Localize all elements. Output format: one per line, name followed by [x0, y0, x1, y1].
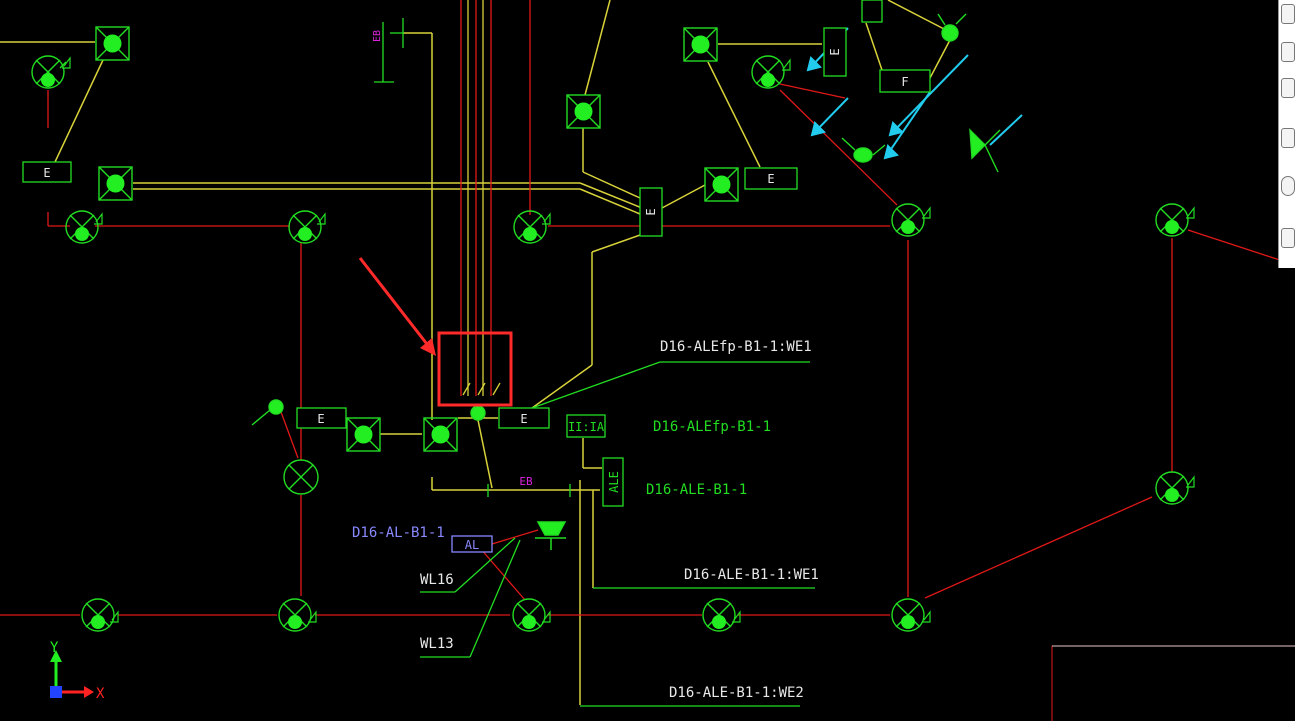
- lamp-fixture: [513, 210, 547, 244]
- labeled-boxes: [22, 0, 931, 507]
- axis-y-label: Y: [50, 640, 59, 656]
- al-box: [451, 535, 493, 553]
- ale-label: ALE: [607, 471, 621, 493]
- lamp-fixture: [702, 598, 736, 632]
- vertical-red-bus: [460, 0, 531, 396]
- box-labels: E E E E F E E: [43, 48, 908, 426]
- lamp-fixture: [891, 203, 925, 237]
- panel-ale-label: D16-ALE-B1-1: [646, 482, 747, 498]
- e-box-vertical: [639, 187, 663, 237]
- eb-tag-mid: EB: [519, 475, 533, 488]
- we2-label: D16-ALE-B1-1:WE2: [669, 685, 804, 701]
- e-label-center: E: [520, 412, 527, 426]
- vertical-yellow-bus: [467, 0, 484, 396]
- e-box-right: [744, 167, 798, 190]
- e-label-right: E: [767, 172, 774, 186]
- top-right-small-box: [861, 0, 883, 23]
- panel-fp-label: D16-ALEfp-B1-1: [653, 419, 771, 435]
- fixture-crossed-box: [704, 167, 739, 202]
- red-wiring: [0, 83, 1295, 616]
- lamp-fixture: [81, 598, 115, 632]
- viewport-frame[interactable]: [1051, 645, 1295, 721]
- eb-tag-top: EB: [372, 30, 383, 42]
- lamp-fixture: [31, 55, 67, 89]
- fixture-crossed-box: [98, 166, 133, 201]
- properties-icon[interactable]: [1281, 228, 1295, 248]
- lamp-tick-glyphs: [62, 56, 1195, 623]
- panel-box-labels: II:IA ALE: [568, 420, 621, 493]
- lamp-fixture: [751, 55, 785, 89]
- cloud-icon[interactable]: [1281, 4, 1295, 24]
- e-box-left-mid: [22, 161, 72, 183]
- fixture-crossed-circle: [283, 459, 319, 495]
- al-label: AL: [465, 538, 479, 552]
- we1-top-label: D16-ALEfp-B1-1:WE1: [660, 339, 812, 355]
- bus-tick-marks: [462, 382, 501, 396]
- axis-x-label: X: [96, 686, 105, 702]
- highlight-box: [437, 331, 513, 407]
- highlight-arrow-head: [420, 338, 436, 356]
- 3d-view-icon[interactable]: [1281, 42, 1295, 62]
- circuit-annotations: D16-ALEfp-B1-1:WE1 D16-ALEfp-B1-1 D16-AL…: [352, 339, 819, 701]
- lamp-fixture: [1155, 203, 1189, 237]
- lamp-fixture: [278, 598, 312, 632]
- lamp-fixture: [512, 598, 546, 632]
- fixture-crossed-box: [346, 417, 381, 452]
- navigation-toolbar: [1278, 0, 1295, 268]
- lamp-fixture: [288, 210, 322, 244]
- f-box: [879, 69, 931, 93]
- special-fixtures: [841, 128, 1001, 173]
- e-label-left-mid: E: [43, 166, 50, 180]
- fixture-crossed-box: [423, 417, 458, 452]
- yellow-wiring: [0, 0, 951, 705]
- highlight-arrow-shaft: [358, 257, 432, 349]
- e-label-vertical: E: [644, 208, 658, 215]
- panel-al-label: D16-AL-B1-1: [352, 525, 445, 541]
- wl16-label: WL16: [420, 572, 454, 588]
- green-leaders: [374, 18, 815, 707]
- e-box-top-right-vertical: [823, 27, 847, 77]
- e-label-left-center: E: [317, 412, 324, 426]
- iia-box: [566, 414, 606, 438]
- fixture-crossed-box: [683, 27, 718, 62]
- emergency-lamps: [31, 55, 1189, 632]
- iia-label: II:IA: [568, 420, 605, 434]
- ale-box: [602, 457, 624, 507]
- layer-icon[interactable]: [1281, 128, 1295, 148]
- lamp-fixture: [891, 598, 925, 632]
- f-label: F: [901, 75, 908, 89]
- crossed-box-fixtures: [95, 26, 739, 495]
- fixture-crossed-box: [566, 94, 601, 129]
- e-box-left-center: [296, 407, 347, 429]
- we1-bottom-label: D16-ALE-B1-1:WE1: [684, 567, 819, 583]
- fixture-crossed-box: [95, 26, 130, 61]
- wl13-label: WL13: [420, 636, 454, 652]
- e-box-center: [498, 407, 550, 429]
- lamp-fixture: [1155, 471, 1189, 505]
- cube-icon[interactable]: [1281, 78, 1295, 98]
- red-highlight-annotation: [358, 257, 513, 407]
- downlight-fixture: [535, 521, 567, 550]
- switch-symbols: [251, 13, 967, 426]
- orbit-icon[interactable]: [1281, 176, 1295, 196]
- e-label-top-right-vertical: E: [828, 48, 842, 55]
- ucs-axis-icon: Y X: [50, 640, 105, 702]
- lamp-fixture: [65, 210, 99, 244]
